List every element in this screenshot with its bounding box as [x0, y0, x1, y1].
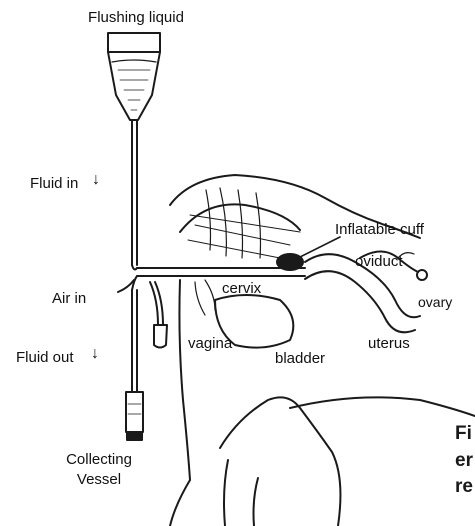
- inflow-tube: [132, 120, 137, 265]
- label-cervix: cervix: [222, 281, 261, 296]
- label-collecting-vessel-line1: Collecting: [44, 452, 154, 467]
- label-vagina: vagina: [188, 336, 232, 351]
- outflow-tube: [132, 290, 137, 392]
- catheter: [132, 265, 305, 290]
- animal-body-lower: [179, 280, 215, 480]
- air-line: [118, 280, 167, 348]
- label-oviduct: oviduct: [355, 254, 403, 269]
- fluid-in-arrow-icon: ↓: [92, 172, 100, 188]
- label-fluid-in: Fluid in: [30, 176, 78, 191]
- caption-fragment-2: er: [455, 451, 473, 470]
- label-air-in: Air in: [52, 291, 86, 306]
- hind-leg: [170, 397, 475, 526]
- funnel-reservoir: [108, 33, 160, 120]
- label-inflatable-cuff: Inflatable cuff: [335, 222, 424, 237]
- caption-fragment-1: Fi: [455, 424, 472, 443]
- fluid-out-arrow-icon: ↓: [91, 346, 99, 362]
- label-fluid-out: Fluid out: [16, 350, 74, 365]
- label-collecting-vessel-line2: Vessel: [44, 472, 154, 487]
- label-uterus: uterus: [368, 336, 410, 351]
- label-ovary: ovary: [418, 295, 452, 309]
- label-bladder: bladder: [275, 351, 325, 366]
- caption-fragment-3: re: [455, 477, 473, 496]
- animal-body-upper: [170, 175, 420, 258]
- collecting-vessel: [126, 392, 143, 440]
- label-flushing-liquid: Flushing liquid: [62, 10, 210, 25]
